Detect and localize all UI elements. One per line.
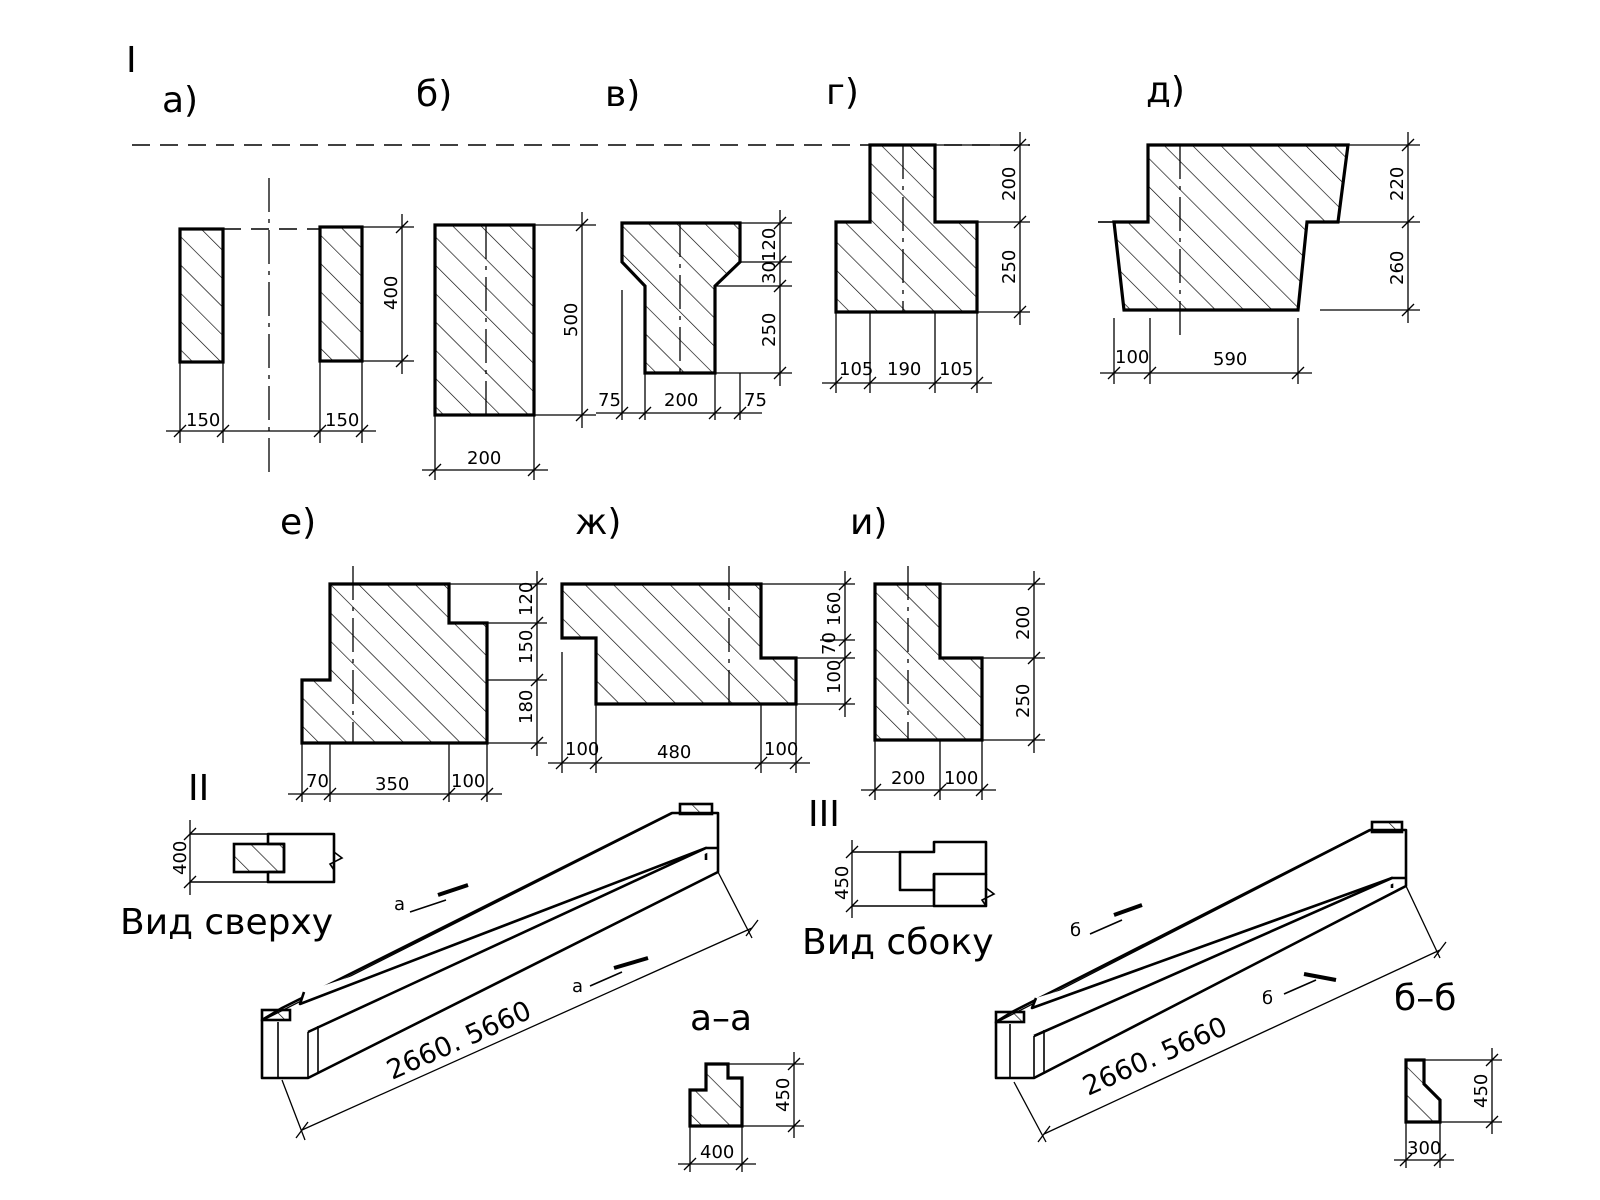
dim-i-h1: 200 bbox=[1013, 606, 1034, 640]
section-e: 120 150 180 70 350 100 bbox=[288, 566, 547, 802]
arrow-label-a-2: а bbox=[572, 976, 583, 997]
view-top-caption: Вид сверху bbox=[120, 902, 333, 943]
dim-d-h1: 220 bbox=[1387, 167, 1408, 201]
label-a: а) bbox=[162, 80, 198, 121]
group-2-label: II bbox=[188, 768, 209, 809]
dim-a-w1: 150 bbox=[186, 410, 220, 431]
dim-v-w1: 75 bbox=[598, 390, 621, 411]
dim-iii-h: 450 bbox=[832, 866, 853, 900]
dim-g-w1: 105 bbox=[839, 359, 873, 380]
dim-d-h2: 260 bbox=[1387, 251, 1408, 285]
section-i: 200 250 200 100 bbox=[861, 566, 1045, 800]
group-1-label: I bbox=[126, 40, 137, 81]
dim-g-h1: 200 bbox=[999, 167, 1020, 201]
dim-e-w2: 350 bbox=[375, 774, 409, 795]
label-d: д) bbox=[1146, 70, 1185, 111]
dim-g-h2: 250 bbox=[999, 250, 1020, 284]
label-g: г) bbox=[826, 72, 859, 113]
dim-e-h1: 120 bbox=[516, 582, 537, 616]
label-b: б) bbox=[416, 74, 452, 115]
dim-zh-h2: 70 bbox=[819, 632, 840, 655]
dim-e-w1: 70 bbox=[306, 771, 329, 792]
section-aa-label: а–а bbox=[690, 998, 752, 1039]
dim-zh-h1: 160 bbox=[824, 592, 845, 626]
section-d: 220 260 100 590 bbox=[1098, 132, 1420, 384]
dim-g-w3: 105 bbox=[939, 359, 973, 380]
dim-e-w3: 100 bbox=[451, 771, 485, 792]
dim-e-h2: 150 bbox=[516, 630, 537, 664]
label-v: в) bbox=[605, 74, 640, 115]
beam-ii: 2660. 5660 а а bbox=[260, 802, 759, 1141]
dim-v-w3: 75 bbox=[744, 390, 767, 411]
dim-e-h3: 180 bbox=[516, 690, 537, 724]
detail-ii-top-view: 400 bbox=[170, 820, 344, 895]
dim-zh-w3: 100 bbox=[764, 739, 798, 760]
dim-aa-h: 450 bbox=[773, 1078, 794, 1112]
section-bb-label: б–б bbox=[1394, 978, 1456, 1019]
dim-d-w2: 590 bbox=[1213, 349, 1247, 370]
section-g: 200 250 105 190 105 bbox=[822, 132, 1030, 393]
section-bb: 450 300 bbox=[1394, 1048, 1502, 1168]
section-a: 150 150 400 bbox=[166, 178, 414, 476]
dim-zh-w1: 100 bbox=[565, 739, 599, 760]
dim-zh-h3: 100 bbox=[824, 660, 845, 694]
arrow-label-a-1: а bbox=[394, 894, 405, 915]
dim-i-w2: 100 bbox=[944, 768, 978, 789]
dim-bb-h: 450 bbox=[1471, 1074, 1492, 1108]
dim-ii-h: 400 bbox=[170, 841, 191, 875]
arrow-label-b-1: б bbox=[1070, 920, 1081, 941]
section-b: 500 200 bbox=[422, 212, 596, 480]
dim-aa-w: 400 bbox=[700, 1142, 734, 1163]
dim-v-h1: 120 bbox=[759, 228, 780, 262]
label-i: и) bbox=[850, 502, 887, 543]
dim-zh-w2: 480 bbox=[657, 742, 691, 763]
dim-g-w2: 190 bbox=[887, 359, 921, 380]
label-zh: ж) bbox=[575, 502, 621, 543]
dim-v-h3: 250 bbox=[759, 313, 780, 347]
dim-d-w1: 100 bbox=[1115, 347, 1149, 368]
section-zh: 160 70 100 100 480 100 bbox=[548, 566, 855, 773]
dim-b-w: 200 bbox=[467, 448, 501, 469]
detail-iii-side-view: 450 bbox=[832, 840, 996, 918]
beam-iii: 2660. 5660 б б bbox=[994, 820, 1447, 1143]
group-3-label: III bbox=[808, 794, 840, 835]
dim-i-h2: 250 bbox=[1013, 684, 1034, 718]
section-v: 120 30 250 75 200 75 bbox=[596, 210, 792, 420]
section-aa: 450 400 bbox=[678, 1052, 804, 1172]
label-e: е) bbox=[280, 502, 316, 543]
view-side-caption: Вид сбоку bbox=[802, 922, 994, 963]
dim-a-h: 400 bbox=[381, 276, 402, 310]
dim-v-w2: 200 bbox=[664, 390, 698, 411]
dim-i-w1: 200 bbox=[891, 768, 925, 789]
dim-a-w2: 150 bbox=[325, 410, 359, 431]
dim-b-h: 500 bbox=[561, 303, 582, 337]
arrow-label-b-2: б bbox=[1262, 988, 1273, 1009]
dim-v-h2: 30 bbox=[759, 261, 780, 284]
dim-bb-w: 300 bbox=[1407, 1138, 1441, 1159]
